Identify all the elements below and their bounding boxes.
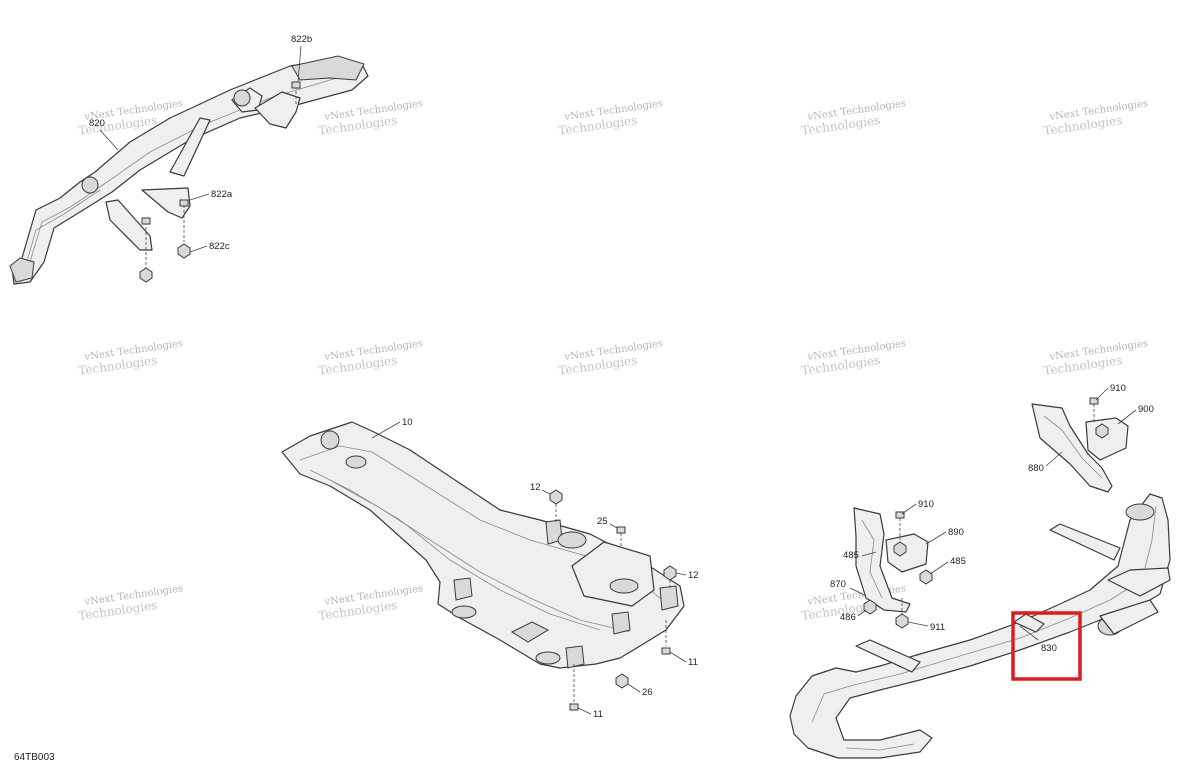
watermark: vNext Technologies Technologies: [317, 338, 423, 378]
svg-text:11: 11: [593, 709, 603, 720]
front-bumper-assembly: 822b 820 822a 822c: [9, 34, 369, 285]
watermark: vNext Technologies Technologies: [557, 338, 663, 378]
cover-890: [885, 533, 929, 573]
callout-910-top[interactable]: 910: [1095, 383, 1126, 401]
mount-boss: [320, 430, 340, 450]
nut-icon: [919, 569, 933, 585]
svg-text:830: 830: [1041, 643, 1057, 654]
rear-bumper-upper-tube: [1049, 523, 1121, 561]
front-bumper-end-cap: [9, 257, 35, 283]
watermark: vNext Technologies Technologies: [1042, 98, 1148, 138]
callout-870[interactable]: 870: [830, 579, 867, 597]
mount-boss: [233, 89, 251, 107]
watermark: vNext Technologies Technologies: [317, 583, 423, 623]
bolt-icon: [291, 81, 301, 104]
callout-485-right[interactable]: 485: [929, 556, 966, 575]
callout-12-right[interactable]: 12: [675, 570, 699, 581]
bolt-icon: [179, 199, 189, 242]
svg-text:822a: 822a: [211, 189, 233, 200]
svg-text:822b: 822b: [291, 34, 312, 45]
nut-icon: [663, 565, 677, 590]
mount-boss: [81, 176, 99, 194]
svg-text:900: 900: [1138, 404, 1154, 415]
svg-text:12: 12: [530, 482, 541, 493]
callout-880[interactable]: 880: [1028, 451, 1063, 474]
callout-830[interactable]: 830: [1019, 625, 1057, 654]
svg-text:486: 486: [840, 612, 856, 623]
callout-25[interactable]: 25: [597, 516, 618, 529]
front-bumper-brace: [169, 117, 211, 177]
front-bumper-bracket-right: [254, 91, 301, 129]
diagram-code: 64TB003: [14, 752, 55, 763]
callout-11-bottom[interactable]: 11: [577, 707, 603, 720]
svg-text:820: 820: [89, 118, 105, 129]
mount-boss: [345, 455, 367, 469]
svg-text:25: 25: [597, 516, 608, 527]
watermark: vNext Technologies Technologies: [77, 338, 183, 378]
svg-text:11: 11: [688, 657, 698, 668]
svg-text:910: 910: [1110, 383, 1126, 394]
watermark: vNext Technologies Technologies: [317, 98, 423, 138]
callout-822b[interactable]: 822b: [291, 34, 312, 83]
callout-486[interactable]: 486: [840, 609, 867, 623]
svg-text:10: 10: [402, 417, 413, 428]
front-bumper-bracket-center: [141, 187, 191, 219]
bolt-icon: [895, 511, 905, 540]
nut-icon: [549, 489, 563, 524]
callout-822a[interactable]: 822a: [189, 189, 233, 201]
watermark: vNext Technologies Technologies: [557, 98, 663, 138]
nut-icon: [139, 267, 153, 283]
callout-11-right[interactable]: 11: [669, 651, 698, 668]
bolt-icon: [616, 526, 626, 548]
svg-text:485: 485: [843, 550, 859, 561]
watermark: vNext Technologies Technologies: [77, 583, 183, 623]
nut-icon: [863, 599, 877, 615]
rear-bumper-assembly: 910 900 880 910 890 485 485 870: [789, 383, 1171, 759]
svg-text:911: 911: [930, 622, 945, 633]
callout-911[interactable]: 911: [907, 621, 945, 633]
bolt-icon: [141, 217, 151, 270]
svg-text:880: 880: [1028, 463, 1044, 474]
callout-900[interactable]: 900: [1117, 404, 1154, 425]
watermark: vNext Technologies Technologies: [800, 98, 906, 138]
callout-910-bottom[interactable]: 910: [901, 499, 934, 515]
callout-12-top[interactable]: 12: [530, 482, 551, 495]
nut-icon: [895, 598, 909, 629]
skid-plate-assembly: 10 12 25 12 11 26 11: [281, 417, 699, 720]
callout-485-left[interactable]: 485: [843, 550, 877, 561]
svg-text:485: 485: [950, 556, 966, 567]
cover-900: [1085, 417, 1129, 461]
bracket-880: [1031, 403, 1113, 493]
bolt-icon: [661, 620, 671, 655]
svg-text:822c: 822c: [209, 241, 230, 252]
svg-text:26: 26: [642, 687, 653, 698]
svg-text:12: 12: [688, 570, 699, 581]
nut-icon: [615, 673, 629, 689]
highlight-box-830: [1011, 611, 1082, 681]
nut-icon: [177, 243, 191, 259]
bolt-icon: [569, 664, 579, 711]
front-bumper-tube[interactable]: [11, 57, 369, 285]
watermark: vNext Technologies Technologies: [800, 338, 906, 378]
callout-820[interactable]: 820: [89, 118, 119, 151]
svg-text:890: 890: [948, 527, 964, 538]
callout-890[interactable]: 890: [925, 527, 964, 545]
svg-text:910: 910: [918, 499, 934, 510]
callout-26[interactable]: 26: [627, 683, 653, 698]
skid-plate[interactable]: [281, 421, 685, 669]
bracket-870: [853, 507, 911, 613]
svg-text:870: 870: [830, 579, 846, 590]
front-bumper-bracket-left: [105, 199, 153, 251]
callout-10[interactable]: 10: [371, 417, 413, 439]
callout-822c[interactable]: 822c: [189, 241, 230, 253]
watermark: vNext Technologies Technologies: [1042, 338, 1148, 378]
